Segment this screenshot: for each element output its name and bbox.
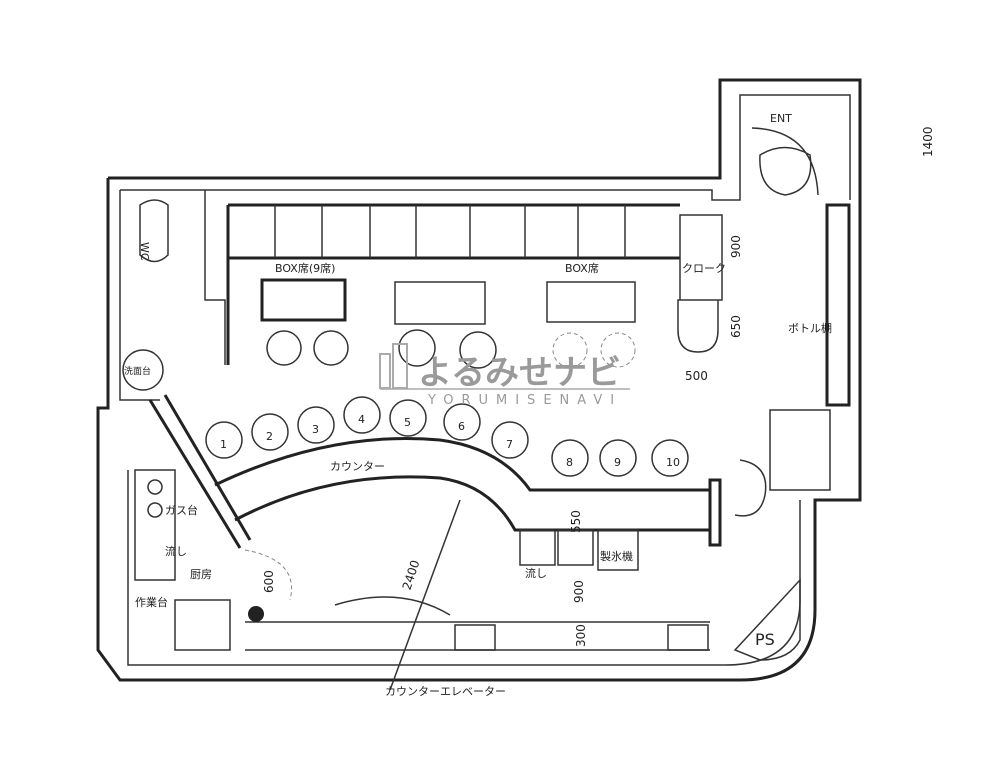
stool-number: 1: [220, 438, 227, 451]
label-bottle: ボトル棚: [788, 321, 832, 335]
counter-diagonal-wall: [148, 394, 252, 549]
dim-900a: 900: [729, 235, 743, 258]
dim-500: 500: [685, 369, 708, 383]
bench-seating: [226, 203, 680, 365]
dim-2400: 2400: [400, 558, 423, 591]
stool-number: 5: [404, 416, 411, 429]
toilet: [139, 199, 169, 263]
label-gas: ガス台: [165, 503, 198, 517]
label-washbasin: 洗面台: [124, 365, 151, 377]
label-counter: カウンター: [330, 460, 385, 473]
dim-550: 550: [569, 510, 583, 533]
dim-900b: 900: [572, 580, 586, 603]
counter-stool: [443, 403, 481, 441]
box-table-left: [260, 278, 347, 322]
label-cloak: クローク: [682, 262, 726, 275]
stool-number: 9: [614, 456, 621, 469]
label-sink1: 流し: [165, 544, 187, 558]
counter-stool: [599, 439, 637, 477]
stool-number: 7: [506, 438, 513, 451]
watermark-title: よるみせナビ: [418, 353, 621, 393]
box-table-right: [546, 281, 636, 323]
pillar: [734, 409, 831, 517]
column-marker: [248, 606, 264, 622]
counter-stool: [343, 396, 381, 434]
dim-650: 650: [729, 315, 743, 338]
kitchen-back-counter: [245, 596, 710, 651]
watermark-logo: よるみせナビ YORUMISENAVI: [379, 343, 630, 408]
label-wc: WC: [138, 242, 151, 261]
dim-1400: 1400: [921, 126, 935, 157]
watermark-subtitle: YORUMISENAVI: [427, 393, 622, 408]
counter-stool: [251, 413, 289, 451]
counter: [214, 437, 722, 547]
bottle-shelf: [825, 203, 851, 407]
label-ice: 製氷機: [600, 549, 633, 563]
counter-stool: [491, 421, 529, 459]
counter-stool: [205, 421, 243, 459]
stool-number: 6: [458, 420, 465, 433]
label-sink2: 流し: [525, 566, 547, 580]
bench-dividers: [274, 205, 626, 258]
box-chairs: [266, 329, 636, 369]
dim-600: 600: [262, 570, 276, 593]
counter-stool: [297, 406, 335, 444]
washbasin: [122, 349, 164, 391]
stool-number: 3: [312, 423, 319, 436]
entrance-door: [751, 127, 819, 196]
inner-wall: [119, 94, 851, 666]
stool-number: 4: [358, 413, 365, 426]
counter-stool: [651, 439, 689, 477]
cloak-unit: [677, 214, 723, 353]
label-ent: ENT: [770, 112, 792, 125]
stool-number: 10: [666, 456, 680, 469]
counter-stool: [389, 399, 427, 437]
stool-number: 2: [266, 430, 273, 443]
label-box-right: BOX席: [565, 261, 599, 275]
stool-number: 8: [566, 456, 573, 469]
label-bottom-note: カウンターエレベーター: [385, 685, 506, 698]
outer-wall: [96, 78, 862, 682]
box-table-center: [394, 281, 486, 325]
kitchen-equipment: [134, 469, 709, 651]
label-box-left: BOX席(9席): [275, 261, 335, 275]
counter-stool: [551, 439, 589, 477]
counter-stools: 1 2 3 4 5 6 7 8 9 10: [205, 396, 689, 477]
label-kitchen: 厨房: [190, 568, 212, 581]
ps-shaft: [733, 578, 801, 661]
label-ps: PS: [755, 630, 775, 649]
door-swing: [244, 549, 292, 601]
dim-300: 300: [574, 624, 588, 647]
label-worktable: 作業台: [135, 595, 168, 609]
dimension-line-2400: [389, 499, 461, 691]
